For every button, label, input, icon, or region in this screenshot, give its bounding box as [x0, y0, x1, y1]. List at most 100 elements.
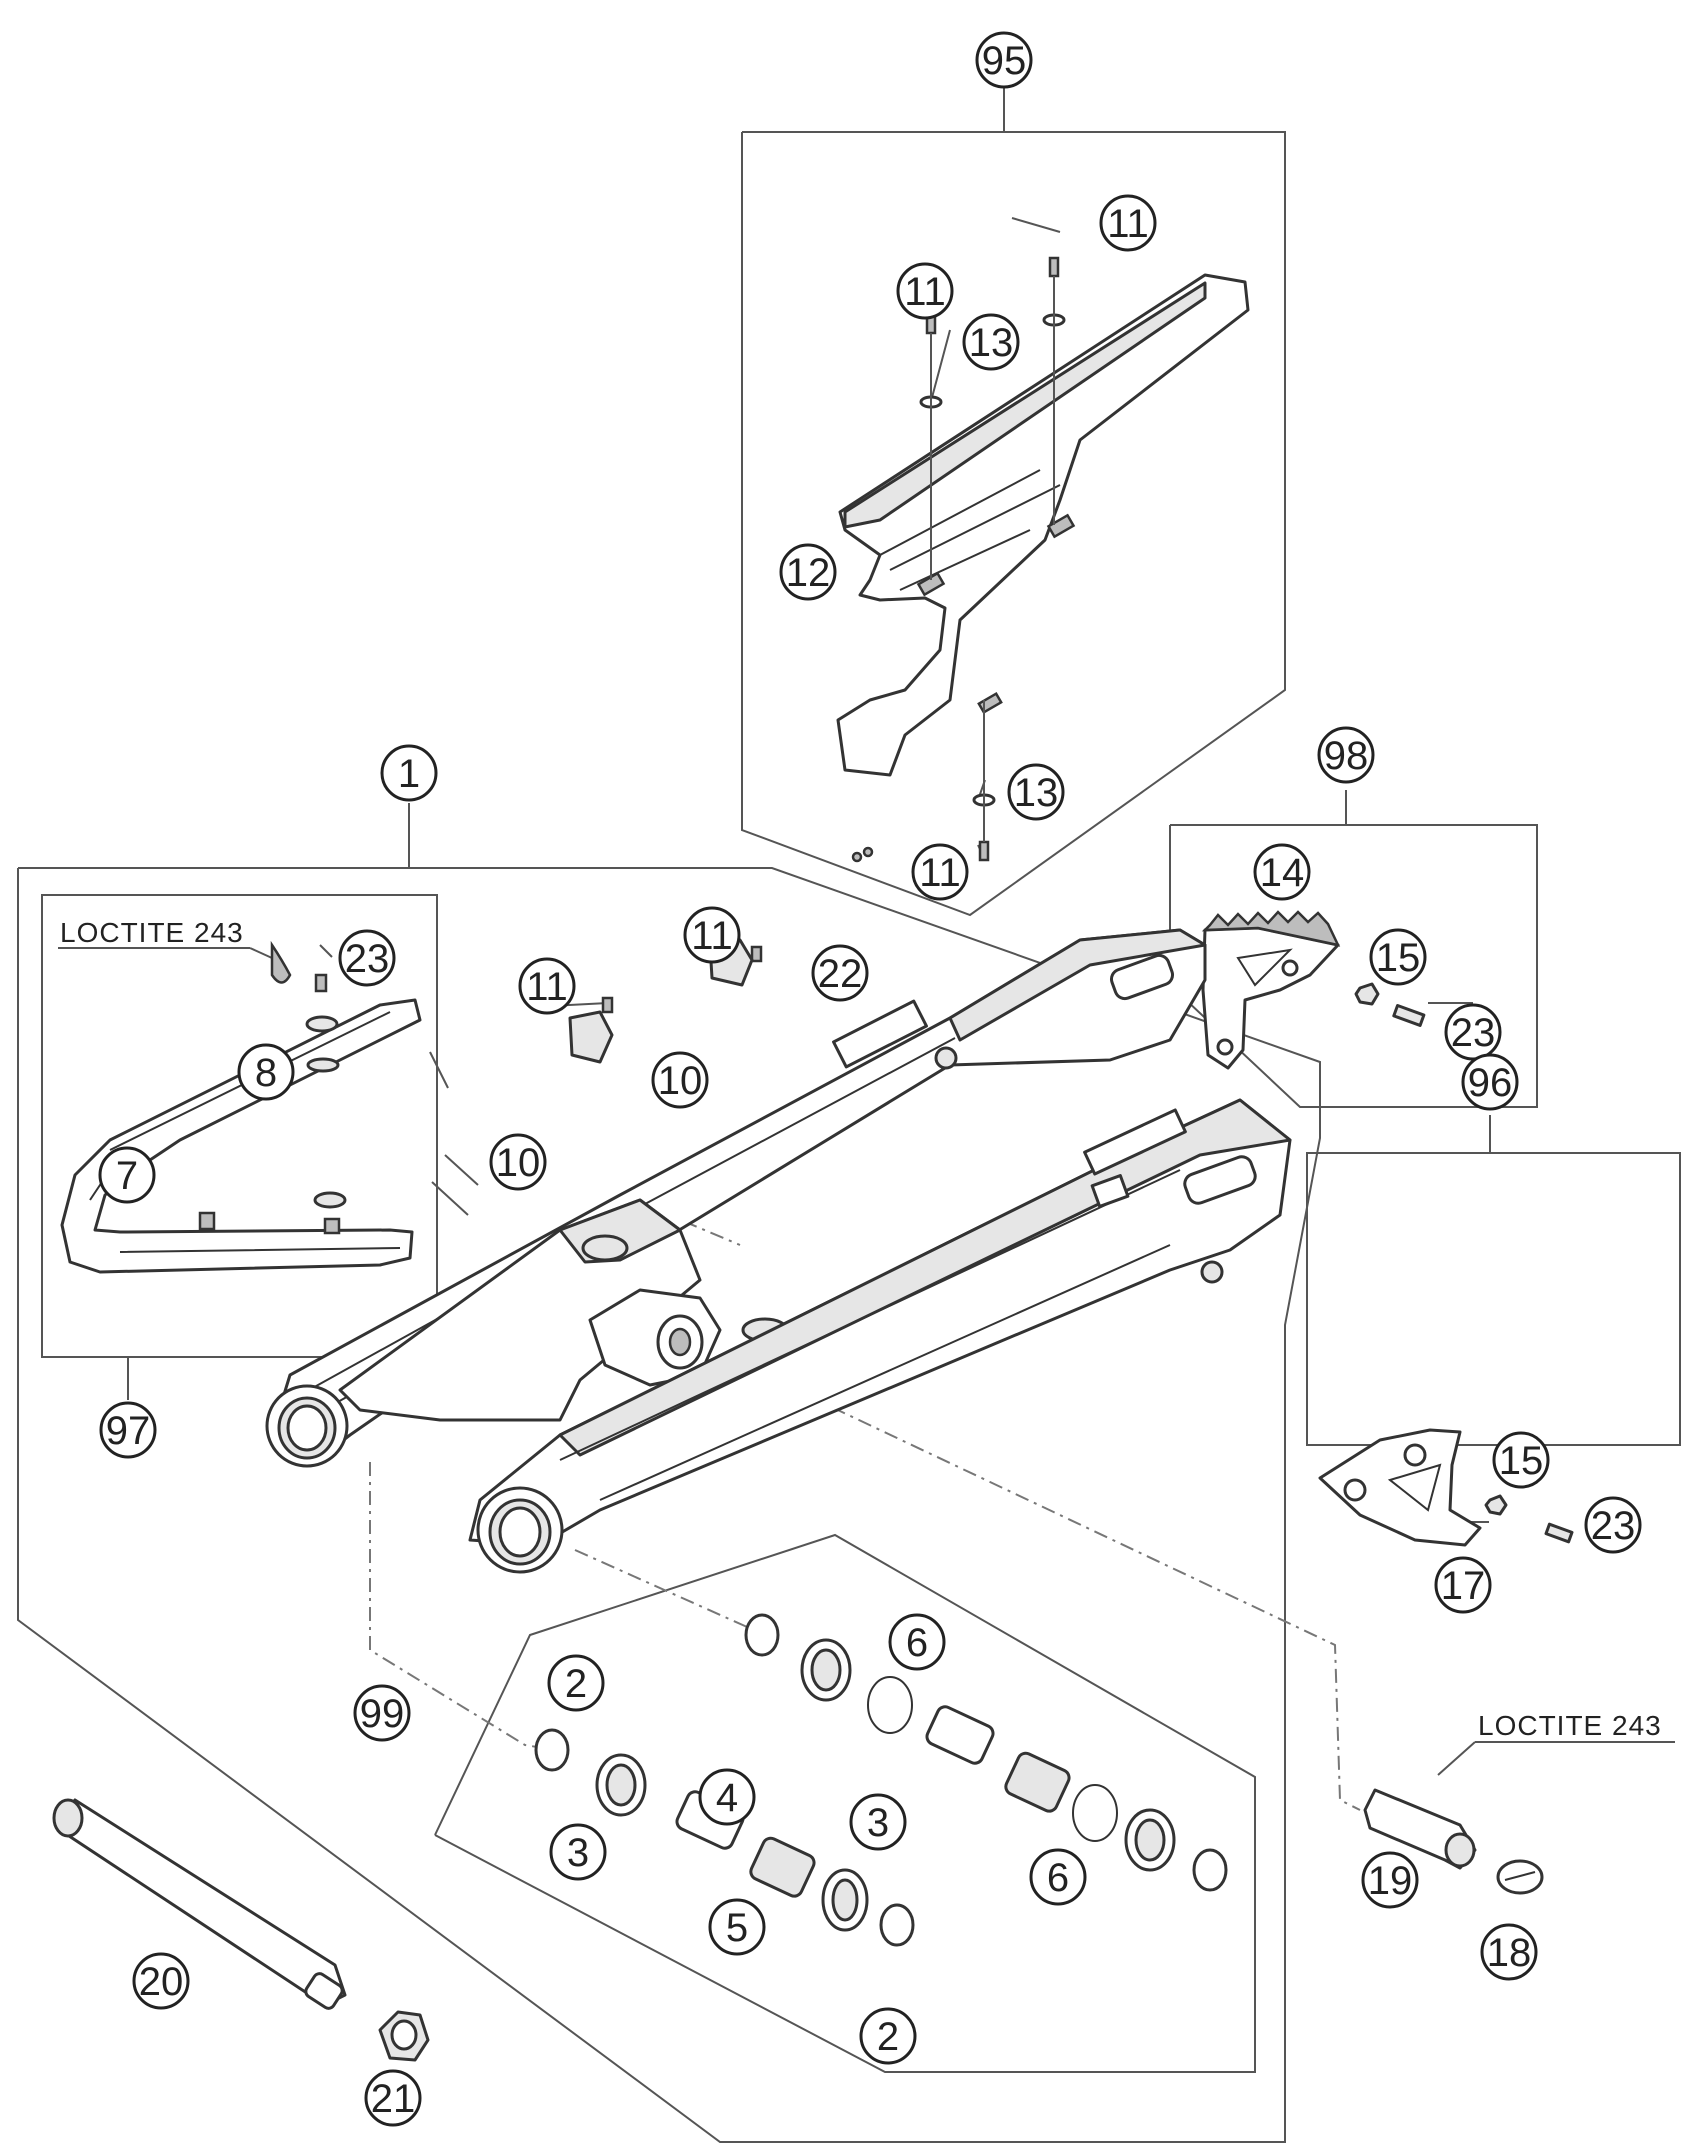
chain-slider-bolt-part	[1363, 1788, 1544, 1895]
callout-2: 2	[547, 1654, 605, 1712]
callout-number: 23	[1591, 1504, 1636, 1548]
callout-number: 22	[818, 952, 863, 996]
callout-circle	[683, 906, 741, 964]
callout-circle	[1099, 194, 1157, 252]
callout-15: 15	[1369, 928, 1427, 986]
callout-circle	[1317, 726, 1375, 784]
callout-23: 23	[1444, 1003, 1502, 1061]
callout-circle	[911, 843, 969, 901]
bearing-kit-parts	[534, 1613, 1228, 1947]
frame-sliding-guard-96	[1306, 1152, 1681, 1446]
callout-circle	[353, 1684, 411, 1742]
callout-circle	[849, 1793, 907, 1851]
callout-11: 11	[896, 262, 954, 320]
callout-circle	[1007, 763, 1065, 821]
callout-7: 7	[98, 1146, 156, 1204]
callout-97: 97	[99, 1401, 157, 1459]
callout-13: 13	[962, 313, 1020, 371]
callout-number: 11	[691, 914, 733, 958]
callout-23: 23	[1584, 1496, 1642, 1554]
callout-number: 10	[496, 1141, 541, 1185]
sliding-guard-17-part	[1318, 1428, 1574, 1547]
callout-circle	[549, 1823, 607, 1881]
callout-2: 2	[859, 2007, 917, 2065]
callout-13: 13	[1007, 763, 1065, 821]
callout-8: 8	[237, 1043, 295, 1101]
chain-guard-part	[836, 256, 1250, 862]
callout-14: 14	[1253, 843, 1311, 901]
callout-circle	[237, 1043, 295, 1101]
callout-5: 5	[708, 1898, 766, 1956]
callout-circle	[1444, 1003, 1502, 1061]
sliding-guard-14-part	[1201, 910, 1426, 1070]
notes: LOCTITE 243 LOCTITE 243	[60, 917, 1662, 1741]
callout-circle	[1480, 1923, 1538, 1981]
callout-number: 13	[1014, 771, 1059, 815]
callout-number: 96	[1468, 1061, 1513, 1105]
callout-6: 6	[1029, 1848, 1087, 1906]
swingarm-part	[265, 846, 1292, 1574]
group-frames	[17, 131, 1681, 2143]
callout-12: 12	[779, 543, 837, 601]
note-loctite-right: LOCTITE 243	[1478, 1710, 1662, 1741]
callout-99: 99	[353, 1684, 411, 1742]
callout-3: 3	[549, 1823, 607, 1881]
callout-circle	[896, 262, 954, 320]
callout-number: 20	[139, 1960, 184, 2004]
callout-number: 11	[919, 851, 961, 895]
callout-3: 3	[849, 1793, 907, 1851]
chain-guide-part	[60, 940, 422, 1274]
callout-number: 3	[567, 1831, 589, 1875]
callout-number: 97	[106, 1409, 151, 1453]
callout-circle	[811, 944, 869, 1002]
callout-22: 22	[811, 944, 869, 1002]
callout-circle	[1029, 1848, 1087, 1906]
callouts: 9511111312131198141523123879711221110109…	[98, 31, 1642, 2127]
callout-18: 18	[1480, 1923, 1538, 1981]
callout-number: 5	[726, 1906, 748, 1950]
callout-number: 3	[867, 1801, 889, 1845]
callout-circle	[1369, 928, 1427, 986]
callout-circle	[1361, 1851, 1419, 1909]
callout-number: 17	[1441, 1564, 1486, 1608]
callout-circle	[1492, 1431, 1550, 1489]
callout-1: 1	[380, 744, 438, 802]
callout-11: 11	[1099, 194, 1157, 252]
callout-circle	[364, 2069, 422, 2127]
callout-number: 15	[1376, 936, 1421, 980]
callout-circle	[489, 1133, 547, 1191]
callout-number: 12	[786, 551, 831, 595]
callout-11: 11	[518, 957, 576, 1015]
frame-swingarm-group	[17, 867, 1321, 2143]
pivot-axle-part	[52, 1798, 430, 2062]
callout-number: 6	[906, 1621, 928, 1665]
callout-number: 2	[877, 2015, 899, 2059]
callout-number: 11	[526, 965, 568, 1009]
frame-chain-guard-group	[741, 131, 1286, 917]
callout-circle	[1461, 1053, 1519, 1111]
callout-circle	[708, 1898, 766, 1956]
callout-number: 15	[1499, 1439, 1544, 1483]
callout-6: 6	[888, 1613, 946, 1671]
callout-number: 21	[371, 2077, 416, 2121]
note-loctite-left: LOCTITE 243	[60, 917, 244, 948]
frame-chain-guide-group	[41, 894, 438, 1358]
callout-4: 4	[698, 1768, 756, 1826]
callout-number: 8	[255, 1051, 277, 1095]
callout-circle	[779, 543, 837, 601]
callout-circle	[380, 744, 438, 802]
callout-number: 95	[982, 39, 1027, 83]
callout-10: 10	[489, 1133, 547, 1191]
callout-circle	[888, 1613, 946, 1671]
callout-17: 17	[1434, 1556, 1492, 1614]
callout-11: 11	[911, 843, 969, 901]
callout-20: 20	[132, 1952, 190, 2010]
callout-circle	[698, 1768, 756, 1826]
callout-10: 10	[651, 1051, 709, 1109]
callout-number: 11	[904, 270, 946, 314]
callout-number: 23	[345, 937, 390, 981]
callout-circle	[98, 1146, 156, 1204]
callout-number: 4	[716, 1776, 738, 1820]
frame-bearing-kit-group	[434, 1533, 1256, 2073]
callout-95: 95	[975, 31, 1033, 89]
